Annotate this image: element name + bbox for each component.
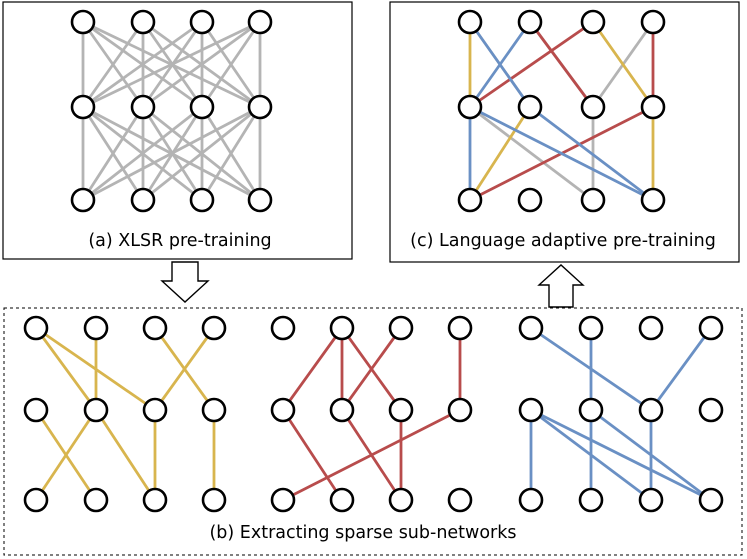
a-dense-edge <box>141 20 262 109</box>
b-blue-edge <box>529 408 713 502</box>
b-yellow-node <box>23 315 49 341</box>
c-combined-node <box>457 187 483 213</box>
a-dense-edge <box>81 20 145 109</box>
c-combined-node <box>457 94 483 120</box>
c-combined-node <box>580 9 606 35</box>
b-blue-node <box>578 315 604 341</box>
b-yellow-node <box>201 487 227 513</box>
panel-b-frame <box>3 307 743 556</box>
b-red-node <box>447 397 473 423</box>
b-red-node <box>270 487 296 513</box>
a-dense-edge <box>81 105 262 202</box>
b-red-node <box>329 397 355 423</box>
c-combined-node <box>640 94 666 120</box>
c-combined-node <box>640 9 666 35</box>
b-blue-edge <box>649 326 713 412</box>
a-dense-edge <box>200 20 262 109</box>
c-combined-edge-red <box>528 20 595 109</box>
b-blue-node <box>698 315 724 341</box>
a-dense-node <box>130 187 156 213</box>
b-yellow-node <box>142 487 168 513</box>
c-combined-node <box>580 187 606 213</box>
c-combined-edge-red <box>468 20 595 109</box>
a-dense-node <box>130 94 156 120</box>
c-combined-node <box>580 94 606 120</box>
caption-c: (c) Language adaptive pre-training <box>410 231 716 251</box>
b-red-node <box>270 315 296 341</box>
b-red-edge <box>281 408 462 502</box>
b-yellow-edge <box>153 326 216 412</box>
arrow-up-icon <box>537 264 585 308</box>
b-blue-node <box>518 397 544 423</box>
b-yellow-node <box>201 315 227 341</box>
b-blue-node <box>698 397 724 423</box>
b-blue-node <box>578 397 604 423</box>
b-yellow-node <box>142 315 168 341</box>
b-red-node <box>329 315 355 341</box>
b-red-node <box>388 487 414 513</box>
b-red-node <box>388 315 414 341</box>
b-yellow-node <box>83 487 109 513</box>
a-dense-node <box>247 94 273 120</box>
b-blue-node <box>638 487 664 513</box>
b-red-edge <box>281 408 344 502</box>
a-dense-edge <box>200 105 262 202</box>
b-red-edge <box>340 326 403 412</box>
b-blue-node <box>518 315 544 341</box>
b-blue-node <box>638 315 664 341</box>
a-dense-node <box>189 187 215 213</box>
a-dense-node <box>70 94 96 120</box>
c-combined-node <box>517 9 543 35</box>
panel-c-frame <box>389 1 740 263</box>
c-combined-edge-blue <box>528 105 655 202</box>
b-yellow-node <box>83 315 109 341</box>
b-blue-node <box>638 397 664 423</box>
b-red-node <box>447 315 473 341</box>
b-red-node <box>329 487 355 513</box>
b-yellow-edge <box>34 326 98 412</box>
b-yellow-node <box>23 487 49 513</box>
b-red-node <box>447 487 473 513</box>
panel-a-frame <box>2 1 353 260</box>
b-yellow-node <box>201 397 227 423</box>
caption-a: (a) XLSR pre-training <box>88 231 271 251</box>
b-yellow-node <box>23 397 49 423</box>
c-combined-edge-yellow <box>591 20 655 109</box>
c-combined-edge-blue <box>468 20 532 109</box>
b-yellow-edge <box>34 408 98 502</box>
edges-layer <box>34 20 713 502</box>
b-yellow-node <box>142 397 168 423</box>
a-dense-node <box>247 187 273 213</box>
b-red-node <box>270 397 296 423</box>
a-dense-node <box>189 9 215 35</box>
b-red-node <box>388 397 414 423</box>
a-dense-node <box>130 9 156 35</box>
c-combined-edge-gray <box>468 105 595 202</box>
a-dense-edge <box>81 105 204 202</box>
c-combined-edge-yellow <box>468 105 532 202</box>
arrow-down-icon <box>160 261 210 303</box>
nodes-layer <box>23 9 724 513</box>
c-combined-edge-blue <box>468 105 655 202</box>
b-red-edge <box>281 326 344 412</box>
a-dense-node <box>247 9 273 35</box>
a-dense-edge <box>81 105 145 202</box>
c-combined-node <box>517 187 543 213</box>
a-dense-node <box>189 94 215 120</box>
caption-b: (b) Extracting sparse sub-networks <box>209 523 516 543</box>
a-dense-edge <box>81 20 204 109</box>
b-yellow-node <box>83 397 109 423</box>
b-yellow-edge <box>94 408 157 502</box>
b-blue-node <box>578 487 604 513</box>
c-combined-node <box>640 187 666 213</box>
b-blue-node <box>518 487 544 513</box>
c-combined-node <box>517 94 543 120</box>
a-dense-edge <box>141 105 262 202</box>
b-blue-node <box>698 487 724 513</box>
a-dense-edge <box>81 20 262 109</box>
c-combined-node <box>457 9 483 35</box>
a-dense-node <box>70 187 96 213</box>
a-dense-node <box>70 9 96 35</box>
